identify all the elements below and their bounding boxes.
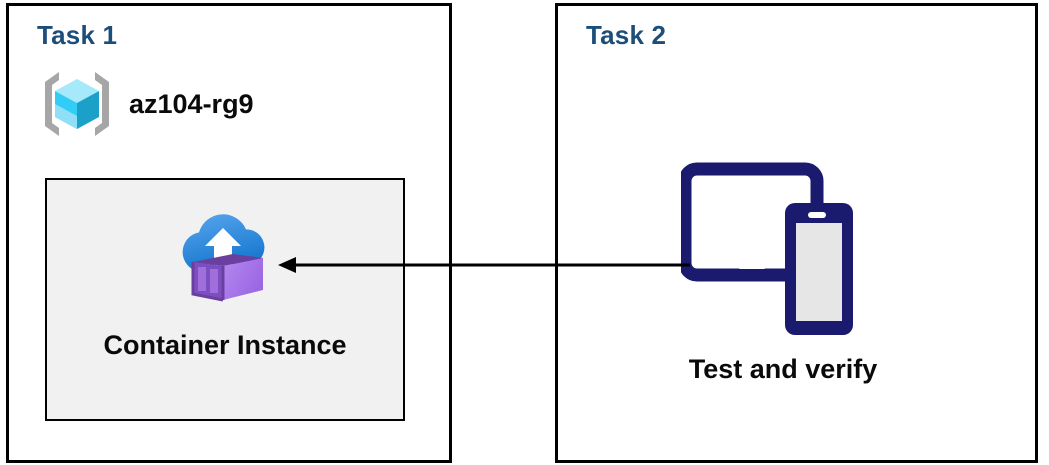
container-instance-node: Container Instance <box>45 178 405 421</box>
test-and-verify-label: Test and verify <box>688 354 878 384</box>
panel-task-2: Task 2 Test and verify <box>555 3 1038 463</box>
resource-group-icon <box>39 66 115 142</box>
panel-task-1: Task 1 az104-rg9 <box>6 3 452 463</box>
resource-group-row: az104-rg9 <box>39 66 254 142</box>
container-instance-label: Container Instance <box>103 330 347 360</box>
resource-group-label: az104-rg9 <box>129 88 254 119</box>
panel-title-task-2: Task 2 <box>586 20 667 50</box>
panel-title-task-1: Task 1 <box>37 20 118 50</box>
